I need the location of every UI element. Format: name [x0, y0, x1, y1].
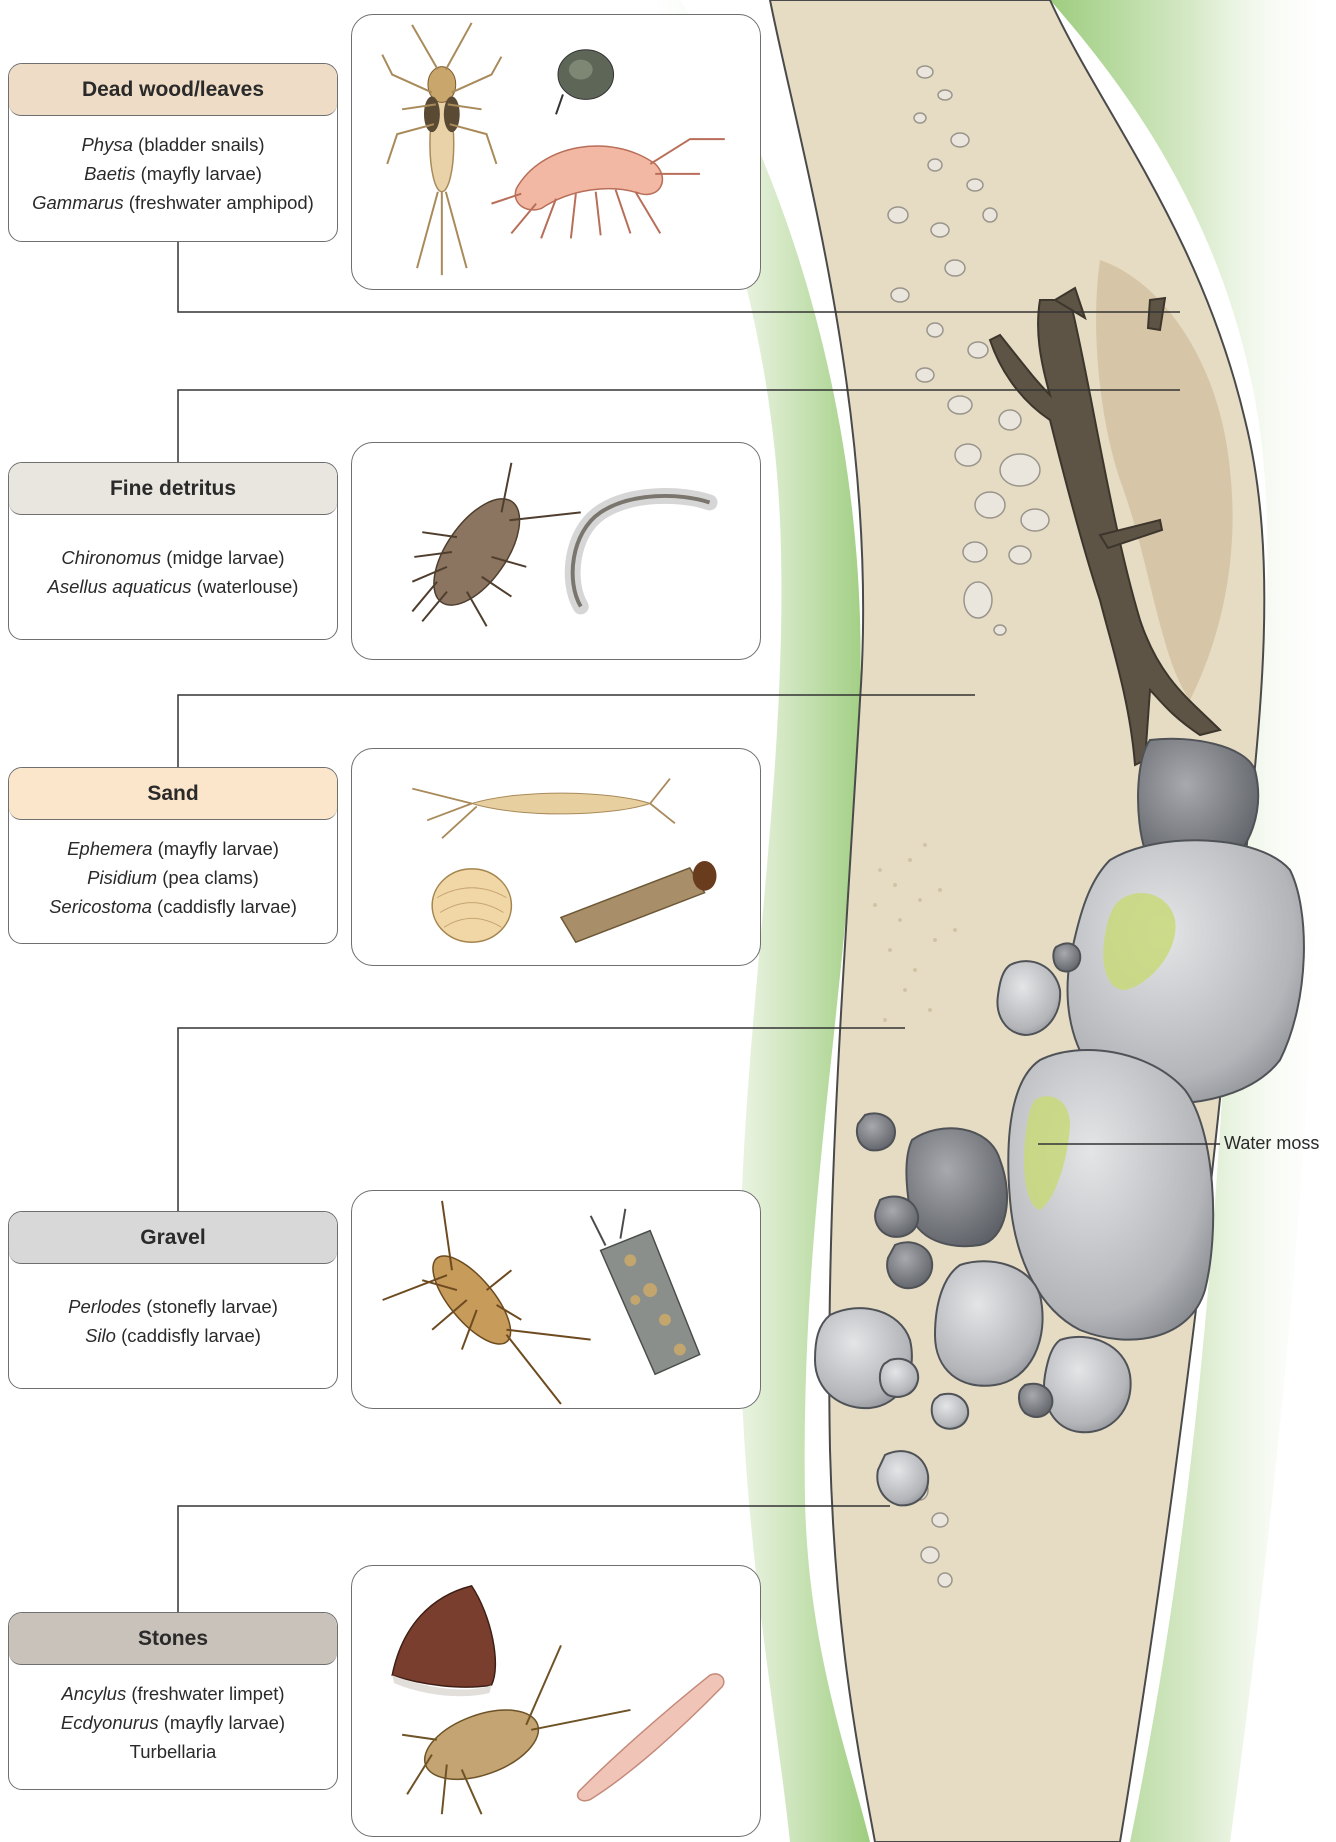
species-entry: Sericostoma (caddisfly larvae) [15, 892, 331, 921]
illustration-stones [351, 1565, 761, 1837]
species-entry: Ephemera (mayfly larvae) [15, 834, 331, 863]
midge-larva-illustration [573, 496, 710, 607]
freshwater-limpet-illustration [392, 1586, 495, 1696]
panel-heading: Dead wood/leaves [9, 64, 337, 116]
species-list: Chironomus (midge larvae) Asellus aquati… [9, 515, 337, 615]
panel-heading: Fine detritus [9, 463, 337, 515]
species-entry: Pisidium (pea clams) [15, 863, 331, 892]
water-moss-label: Water moss [1224, 1133, 1319, 1154]
species-list: Ephemera (mayfly larvae) Pisidium (pea c… [9, 820, 337, 935]
species-list: Perlodes (stonefly larvae) Silo (caddisf… [9, 1264, 337, 1364]
illustration-dead-wood [351, 14, 761, 290]
species-entry: Silo (caddisfly larvae) [15, 1321, 331, 1350]
species-list: Physa (bladder snails) Baetis (mayfly la… [9, 116, 337, 231]
mayfly-larva-illustration [382, 23, 501, 275]
species-entry: Perlodes (stonefly larvae) [15, 1292, 331, 1321]
panel-fine-detritus: Fine detritus Chironomus (midge larvae) … [8, 462, 338, 640]
panel-heading: Sand [9, 768, 337, 820]
freshwater-amphipod-illustration [491, 139, 724, 238]
illustration-gravel [351, 1190, 761, 1409]
bladder-snail-illustration [556, 50, 614, 115]
illustration-fine-detritus [351, 442, 761, 660]
illustration-sand [351, 748, 761, 966]
species-entry: Ecdyonurus (mayfly larvae) [15, 1708, 331, 1737]
caddisfly-stone-case-illustration [591, 1209, 700, 1374]
panel-gravel: Gravel Perlodes (stonefly larvae) Silo (… [8, 1211, 338, 1389]
caddisfly-larva-case-illustration [561, 861, 717, 942]
burrowing-mayfly-illustration [412, 779, 675, 838]
species-entry: Ancylus (freshwater limpet) [15, 1679, 331, 1708]
panel-dead-wood: Dead wood/leaves Physa (bladder snails) … [8, 63, 338, 242]
species-entry: Turbellaria [15, 1737, 331, 1766]
panel-sand: Sand Ephemera (mayfly larvae) Pisidium (… [8, 767, 338, 944]
species-entry: Baetis (mayfly larvae) [15, 159, 331, 188]
waterlouse-illustration [412, 463, 580, 626]
species-entry: Physa (bladder snails) [15, 130, 331, 159]
species-list: Ancylus (freshwater limpet) Ecdyonurus (… [9, 1665, 337, 1780]
panel-stones: Stones Ancylus (freshwater limpet) Ecdyo… [8, 1612, 338, 1790]
stonefly-larva-illustration [383, 1201, 591, 1404]
panel-heading: Stones [9, 1613, 337, 1665]
panel-heading: Gravel [9, 1212, 337, 1264]
species-entry: Gammarus (freshwater amphipod) [15, 188, 331, 217]
turbellaria-illustration [578, 1674, 724, 1801]
species-entry: Asellus aquaticus (waterlouse) [15, 572, 331, 601]
pea-clam-illustration [432, 869, 511, 942]
species-entry: Chironomus (midge larvae) [15, 543, 331, 572]
